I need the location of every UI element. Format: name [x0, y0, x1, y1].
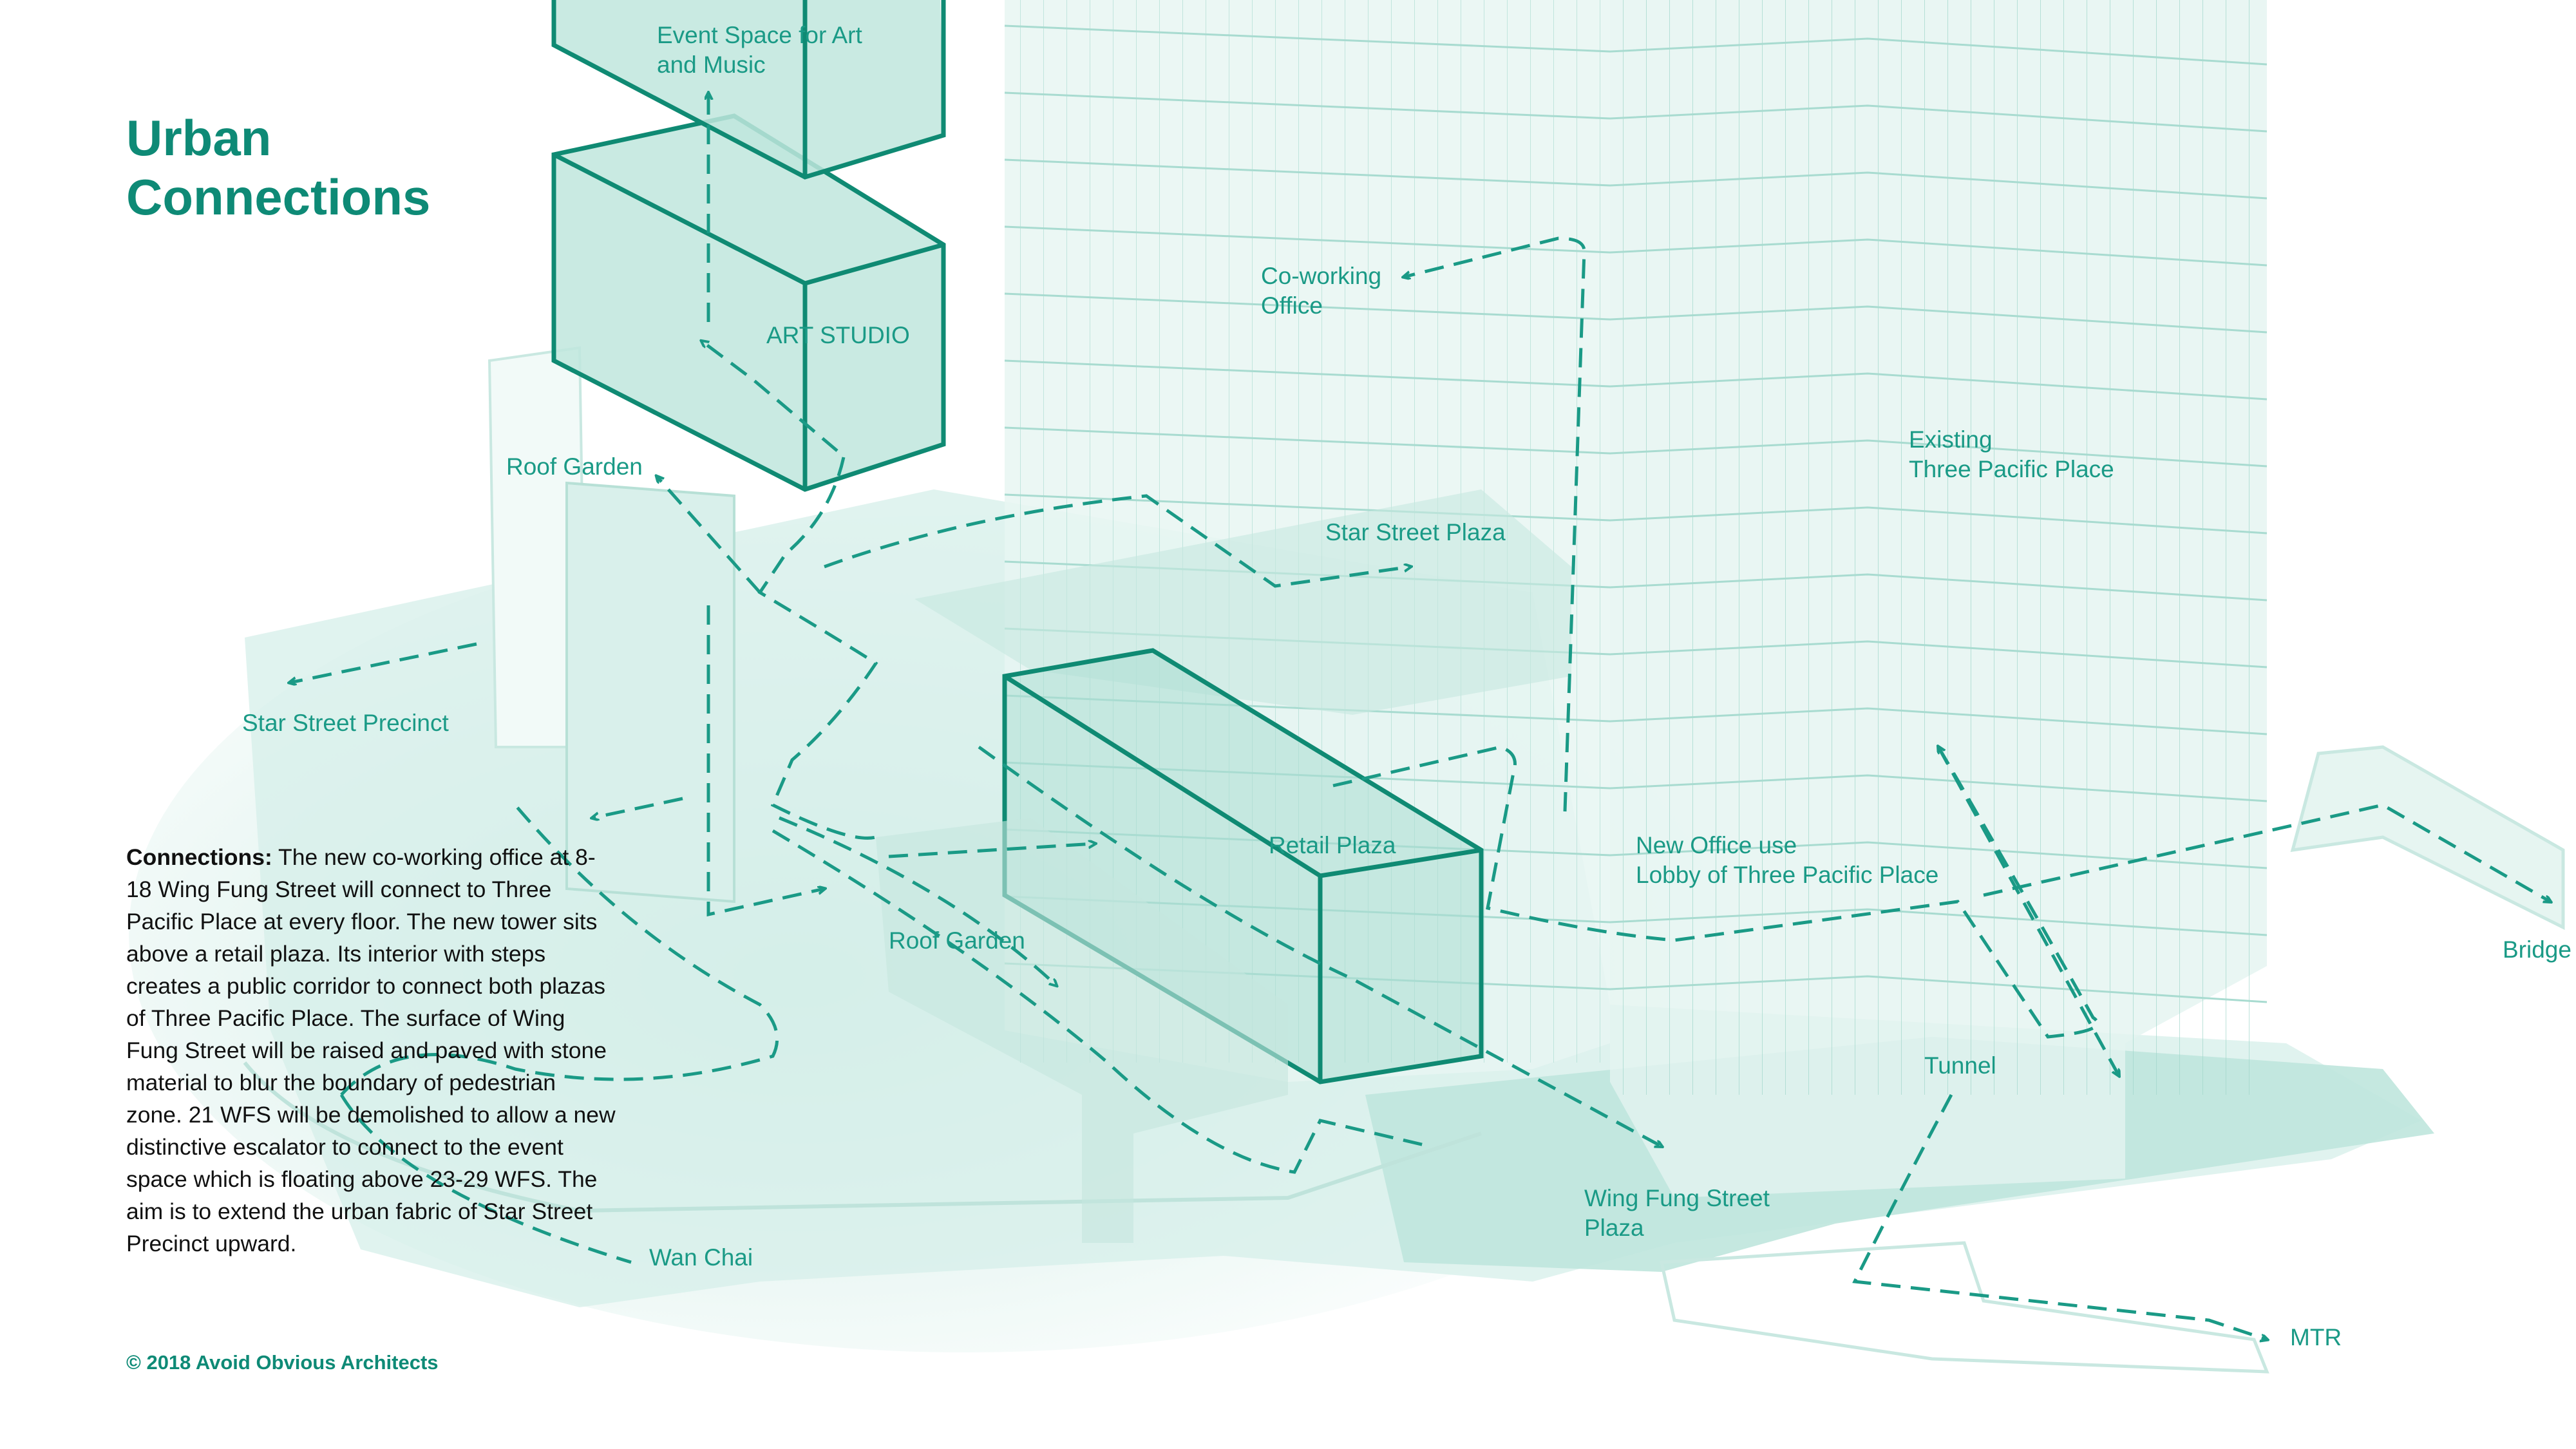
- label-roof-garden-lower: Roof Garden: [889, 927, 1025, 954]
- path-wan-chai-down: [339, 1094, 632, 1264]
- existing-tower: [1610, 0, 2267, 1198]
- floor-line: [1004, 359, 2268, 401]
- path-to-coworking: [1404, 236, 1586, 812]
- bridge-structure: [2290, 745, 2565, 931]
- label-mtr: MTR: [2290, 1324, 2342, 1350]
- path-to-wing-fung-plaza: [978, 745, 1662, 1146]
- label-retail-plaza: Retail Plaza: [1269, 832, 1396, 858]
- path-to-wan-chai: [340, 804, 779, 1096]
- path-to-star-street-plaza: [824, 494, 1410, 588]
- label-star-street-precinct: Star Street Precinct: [242, 710, 449, 736]
- path-roof-garden-right: [888, 844, 1095, 858]
- label-tunnel: Tunnel: [1924, 1052, 1996, 1079]
- copyright: © 2018 Avoid Obvious Architects: [126, 1351, 439, 1374]
- path-to-retail-plaza: [779, 816, 1056, 985]
- floor-line: [1004, 24, 2268, 66]
- label-star-street-plaza: Star Street Plaza: [1325, 519, 1506, 545]
- path-tunnel-left: [1937, 746, 2119, 1075]
- path-to-mtr: [1852, 1094, 2267, 1340]
- label-bridge: Bridge: [2503, 936, 2571, 963]
- path-to-roof-garden: [657, 477, 761, 594]
- street-edge: [243, 1061, 1482, 1213]
- floor-line: [1004, 91, 2268, 133]
- star-street-plaza-slab: [914, 489, 1571, 715]
- floor-line: [1004, 158, 2268, 200]
- label-wan-chai: Wan Chai: [649, 1244, 753, 1271]
- event-space-box: [551, 0, 946, 180]
- floor-line: [1004, 426, 2268, 468]
- path-left-column: [706, 605, 824, 917]
- path-to-star-street-precinct: [290, 642, 477, 683]
- connection-paths: [290, 93, 2550, 1340]
- path-to-bridge: [1983, 803, 2550, 902]
- path-to-art-studio: [702, 341, 838, 452]
- lower-steps: [1659, 1241, 2269, 1374]
- path-plaza-loop: [772, 829, 1430, 1174]
- description-body: The new co-working office at 8-18 Wing F…: [126, 844, 616, 1256]
- floor-line: [1004, 225, 2268, 267]
- floor-line: [1004, 292, 2268, 334]
- floor-line: [1004, 493, 2268, 535]
- path-escalator: [757, 457, 878, 840]
- left-building-glass: [565, 481, 735, 904]
- connections-description: Connections: The new co-working office a…: [126, 841, 616, 1260]
- path-retail-to-tunnel: [1332, 747, 2099, 1039]
- art-studio-box: [551, 113, 946, 492]
- label-roof-garden-upper: Roof Garden: [506, 453, 643, 480]
- path-left-down: [592, 797, 683, 818]
- description-heading: Connections:: [126, 844, 272, 870]
- label-art-studio: ART STUDIO: [766, 322, 910, 348]
- page-title: Urban Connections: [126, 109, 431, 225]
